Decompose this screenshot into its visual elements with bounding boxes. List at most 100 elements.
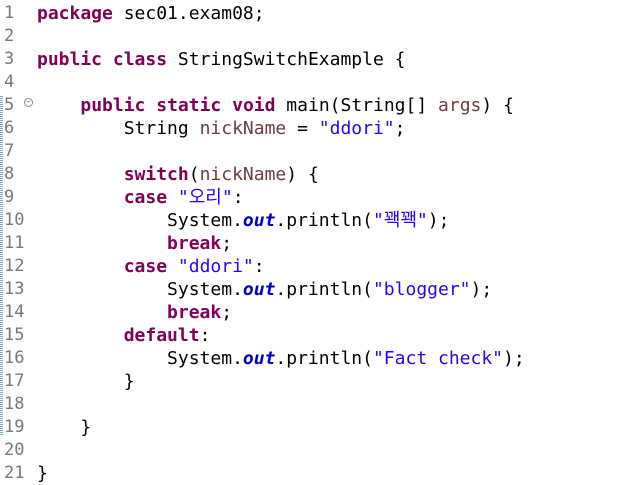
code-token: main(String[] [275, 95, 439, 116]
code-token [167, 187, 178, 208]
code-line[interactable]: 20 [0, 439, 640, 462]
code-line[interactable]: 17 } [0, 370, 640, 393]
code-line[interactable]: 2 [0, 25, 640, 48]
code-token [145, 95, 156, 116]
code-token: out [242, 210, 276, 231]
code-line[interactable]: 14 break; [0, 301, 640, 324]
code-token [37, 187, 124, 208]
code-token: "Fact check" [372, 348, 504, 369]
code-token: static [156, 95, 222, 116]
code-token: break [167, 302, 222, 323]
line-number: 7 [4, 141, 15, 161]
code-text: public static void main(String[] args) { [37, 94, 514, 117]
change-ruler [0, 96, 3, 436]
code-token: } [37, 417, 92, 438]
line-number: 1 [4, 3, 15, 23]
code-text: String nickName = "ddori"; [37, 117, 406, 140]
code-token: .println( [275, 210, 373, 231]
code-token: out [242, 348, 276, 369]
line-number: 18 [4, 394, 25, 414]
line-number: 6 [4, 118, 15, 138]
code-line[interactable]: 10 System.out.println("꽥꽥"); [0, 209, 640, 232]
code-line[interactable]: 18 [0, 393, 640, 416]
code-text: case "ddori": [37, 255, 265, 278]
line-number: 10 [4, 210, 25, 230]
code-text: System.out.println("blogger"); [37, 278, 492, 301]
code-text: case "오리": [37, 186, 244, 209]
code-token: "ddori" [177, 256, 254, 277]
line-number: 2 [4, 26, 15, 46]
code-line[interactable]: 11 break; [0, 232, 640, 255]
code-text: break; [37, 301, 232, 324]
code-token: break [167, 233, 222, 254]
code-token [167, 256, 178, 277]
code-text: default: [37, 324, 211, 347]
code-line[interactable]: 9 case "오리": [0, 186, 640, 209]
code-line[interactable]: 21} [0, 462, 640, 485]
code-line[interactable]: 6 String nickName = "ddori"; [0, 117, 640, 140]
code-line[interactable]: 3 public class StringSwitchExample { [0, 48, 640, 71]
code-line[interactable]: 19 } [0, 416, 640, 439]
code-token: .println( [275, 279, 373, 300]
code-token: sec01.exam08; [112, 3, 265, 24]
line-number: 20 [4, 440, 25, 460]
code-text: } [37, 416, 91, 439]
code-token: ); [470, 279, 493, 300]
line-number: 5 [4, 95, 15, 115]
line-number: 3 [4, 49, 15, 69]
line-number: 15 [4, 325, 25, 345]
code-token: ); [427, 210, 450, 231]
code-line[interactable]: 4 [0, 71, 640, 94]
line-number: 21 [4, 463, 25, 483]
code-token: void [232, 95, 276, 116]
code-token: System. [37, 279, 243, 300]
code-text: } [37, 370, 135, 393]
code-text: System.out.println("꽥꽥"); [37, 209, 449, 232]
code-token: ) { [481, 95, 514, 116]
code-token: : [253, 256, 265, 277]
line-number: 13 [4, 279, 25, 299]
code-token: nickName [199, 118, 287, 139]
code-token: ) { [286, 164, 319, 185]
code-token: ( [188, 164, 200, 185]
code-text: public class StringSwitchExample { [37, 48, 405, 71]
code-line[interactable]: 8 switch(nickName) { [0, 163, 640, 186]
code-token [37, 256, 124, 277]
code-token [37, 164, 124, 185]
code-token: class [112, 49, 168, 70]
code-text: switch(nickName) { [37, 163, 319, 186]
code-token: : [232, 187, 244, 208]
code-token: case [123, 256, 168, 277]
code-token: public [37, 49, 103, 70]
code-line[interactable]: 7 [0, 140, 640, 163]
code-token: case [123, 187, 168, 208]
code-token: System. [37, 210, 243, 231]
code-token: default [123, 325, 200, 346]
code-line[interactable]: 13 System.out.println("blogger"); [0, 278, 640, 301]
line-number: 12 [4, 256, 25, 276]
line-number: 4 [4, 72, 15, 92]
code-token: public [80, 95, 146, 116]
code-token: ; [221, 233, 233, 254]
line-number: 19 [4, 417, 25, 437]
code-line[interactable]: 15 default: [0, 324, 640, 347]
code-text: package sec01.exam08; [37, 2, 265, 25]
code-line[interactable]: 5− public static void main(String[] args… [0, 94, 640, 117]
code-token: ); [503, 348, 525, 369]
code-token [102, 49, 113, 70]
fold-collapse-icon[interactable]: − [24, 98, 33, 107]
code-line[interactable]: 12 case "ddori": [0, 255, 640, 278]
code-token: "오리" [177, 187, 233, 208]
line-number: 8 [4, 164, 15, 184]
code-token: package [37, 3, 113, 24]
code-line[interactable]: 16 System.out.println("Fact check"); [0, 347, 640, 370]
code-token [37, 302, 167, 323]
line-number: 9 [4, 187, 15, 207]
code-token: ; [394, 118, 406, 139]
code-line[interactable]: 1 package sec01.exam08; [0, 2, 640, 25]
code-token: nickName [199, 164, 287, 185]
code-token: "ddori" [318, 118, 395, 139]
code-token: } [37, 463, 48, 484]
code-token: String [37, 118, 200, 139]
